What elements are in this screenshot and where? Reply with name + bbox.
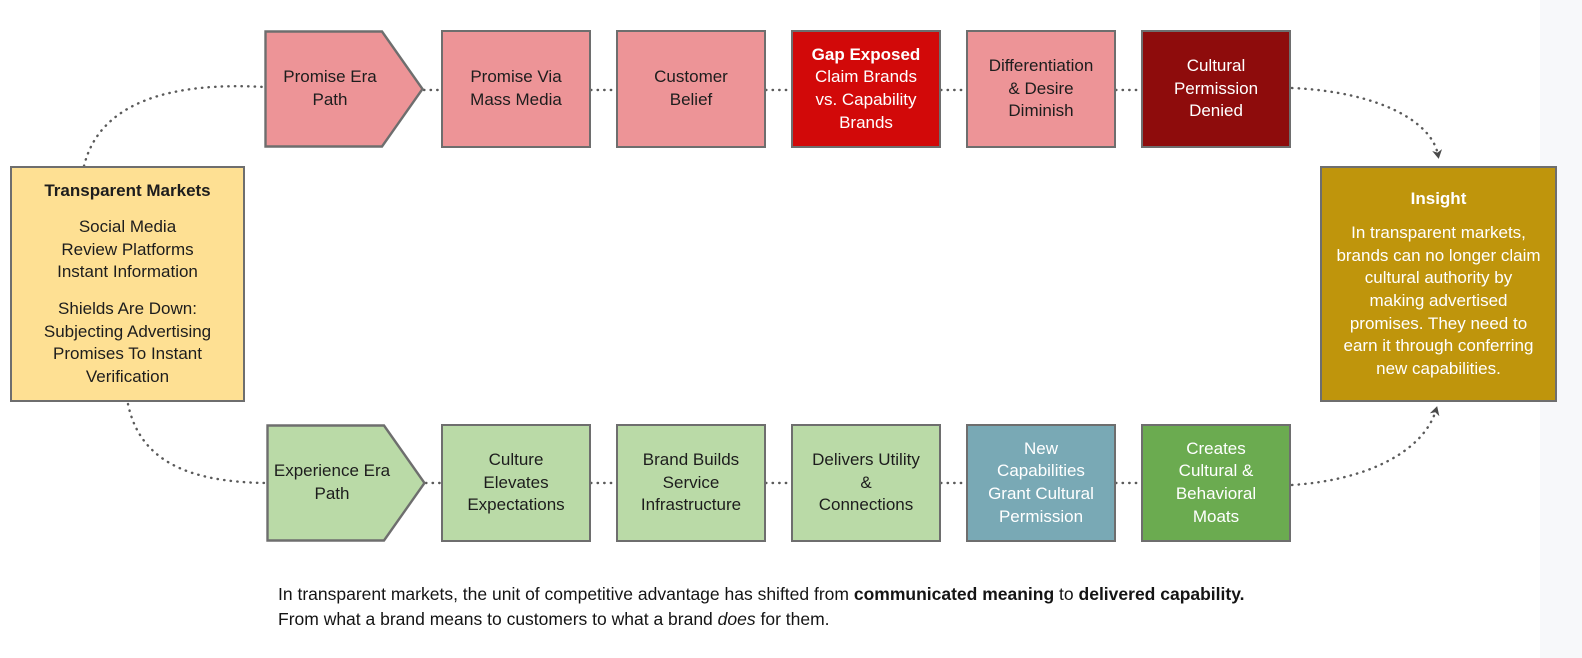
permission-denied-line-2: Permission: [1173, 78, 1259, 98]
source-line-6: Promises To Instant: [53, 344, 202, 364]
culture-elevates-line-3: Expectations: [467, 495, 565, 515]
source-line-1: Social Media: [78, 217, 177, 237]
chevron-shape-icon: [266, 424, 426, 542]
promise-era-line-2: Path: [312, 90, 348, 109]
delivers-utility-line-3: Connections: [818, 495, 914, 515]
node-title: Transparent Markets: [44, 180, 211, 200]
delivers-utility-line-1: Delivers Utility: [812, 450, 920, 470]
source-line-3: Instant Information: [57, 262, 198, 282]
culture-elevates-line-2: Elevates: [483, 472, 549, 492]
gap-exposed-title: Gap Exposed: [811, 44, 921, 64]
creates-moats-line-4: Moats: [1192, 506, 1240, 526]
differentiation-line-1: Differentiation: [988, 56, 1094, 76]
differentiation-line-2: & Desire: [1008, 78, 1074, 98]
caption-italic-1: does: [717, 608, 756, 629]
node-creates-cultural-behavioral-moats[interactable]: Creates Cultural & Behavioral Moats: [1141, 424, 1291, 542]
connector-top-to-insight: [1290, 86, 1443, 159]
source-line-4: Shields Are Down:: [58, 299, 197, 318]
node-promise-era-path[interactable]: Promise Era Path: [264, 30, 424, 148]
caption-part-1: In transparent markets, the unit of comp…: [278, 584, 854, 604]
creates-moats-line-3: Behavioral: [1175, 484, 1257, 503]
creates-moats-line-1: Creates: [1186, 438, 1246, 458]
node-experience-era-path[interactable]: Experience Era Path: [266, 424, 426, 542]
new-capabilities-line-1: New: [1023, 438, 1058, 458]
differentiation-line-3: Diminish: [1008, 101, 1074, 121]
node-label: Experience Era Path: [266, 460, 426, 505]
caption-part-2: to: [1054, 584, 1079, 604]
caption: In transparent markets, the unit of comp…: [278, 582, 1288, 632]
node-culture-elevates-expectations[interactable]: Culture Elevates Expectations: [441, 424, 591, 542]
insight-body: In transparent markets, brands can no lo…: [1336, 223, 1541, 378]
connector-source-to-experience: [126, 402, 268, 485]
permission-denied-line-3: Denied: [1189, 101, 1243, 121]
node-insight[interactable]: Insight In transparent markets, brands c…: [1320, 166, 1557, 402]
experience-era-line-1: Experience: [273, 461, 359, 481]
experience-era-line-2: Era Path: [314, 461, 391, 503]
creates-moats-line-2: Cultural &: [1178, 461, 1254, 481]
gap-exposed-line-3: Brands: [839, 112, 893, 132]
node-brand-builds-service-infrastructure[interactable]: Brand Builds Service Infrastructure: [616, 424, 766, 542]
node-customer-belief[interactable]: Customer Belief: [616, 30, 766, 148]
source-line-2: Review Platforms: [61, 239, 194, 259]
gap-exposed-line-2: vs. Capability: [815, 90, 917, 109]
promise-era-line-1: Promise Era: [283, 67, 377, 87]
gap-exposed-line-1: Claim Brands: [814, 67, 918, 87]
delivers-utility-line-2: &: [860, 472, 872, 492]
promise-media-line-2: Mass Media: [470, 90, 562, 109]
culture-elevates-line-1: Culture: [488, 450, 544, 470]
brand-builds-line-1: Brand Builds: [642, 450, 740, 470]
source-line-7: Verification: [85, 366, 170, 386]
connector-bottom-to-insight: [1290, 406, 1440, 487]
insight-title: Insight: [1410, 188, 1467, 208]
new-capabilities-line-2: Capabilities: [997, 461, 1085, 481]
new-capabilities-line-4: Permission: [998, 506, 1084, 526]
node-delivers-utility-connections[interactable]: Delivers Utility & Connections: [791, 424, 941, 542]
node-new-capabilities-grant-cultural-permission[interactable]: New Capabilities Grant Cultural Permissi…: [966, 424, 1116, 542]
promise-media-line-1: Promise Via: [470, 67, 562, 87]
caption-bold-1: communicated meaning: [853, 584, 1055, 604]
caption-bold-2: delivered capability.: [1078, 584, 1245, 604]
brand-builds-line-2: Service: [662, 472, 720, 492]
brand-builds-line-3: Infrastructure: [640, 495, 742, 515]
caption-part-4: for them.: [755, 608, 830, 629]
node-label: Promise Era Path: [264, 66, 424, 111]
permission-denied-line-1: Cultural: [1186, 56, 1246, 76]
caption-part-3: From what a brand means to customers to …: [278, 608, 718, 629]
chevron-shape-icon: [264, 30, 424, 148]
node-cultural-permission-denied[interactable]: Cultural Permission Denied: [1141, 30, 1291, 148]
node-transparent-markets[interactable]: Transparent Markets Social Media Review …: [10, 166, 245, 402]
node-promise-via-mass-media[interactable]: Promise Via Mass Media: [441, 30, 591, 148]
source-line-5: Subjecting Advertising: [43, 321, 212, 341]
node-gap-exposed[interactable]: Gap Exposed Claim Brands vs. Capability …: [791, 30, 941, 148]
customer-belief-line-1: Customer: [654, 67, 728, 87]
new-capabilities-line-3: Grant Cultural: [988, 484, 1094, 503]
customer-belief-line-2: Belief: [669, 90, 713, 109]
connector-source-to-promise: [82, 85, 266, 168]
node-differentiation-desire-diminish[interactable]: Differentiation & Desire Diminish: [966, 30, 1116, 148]
